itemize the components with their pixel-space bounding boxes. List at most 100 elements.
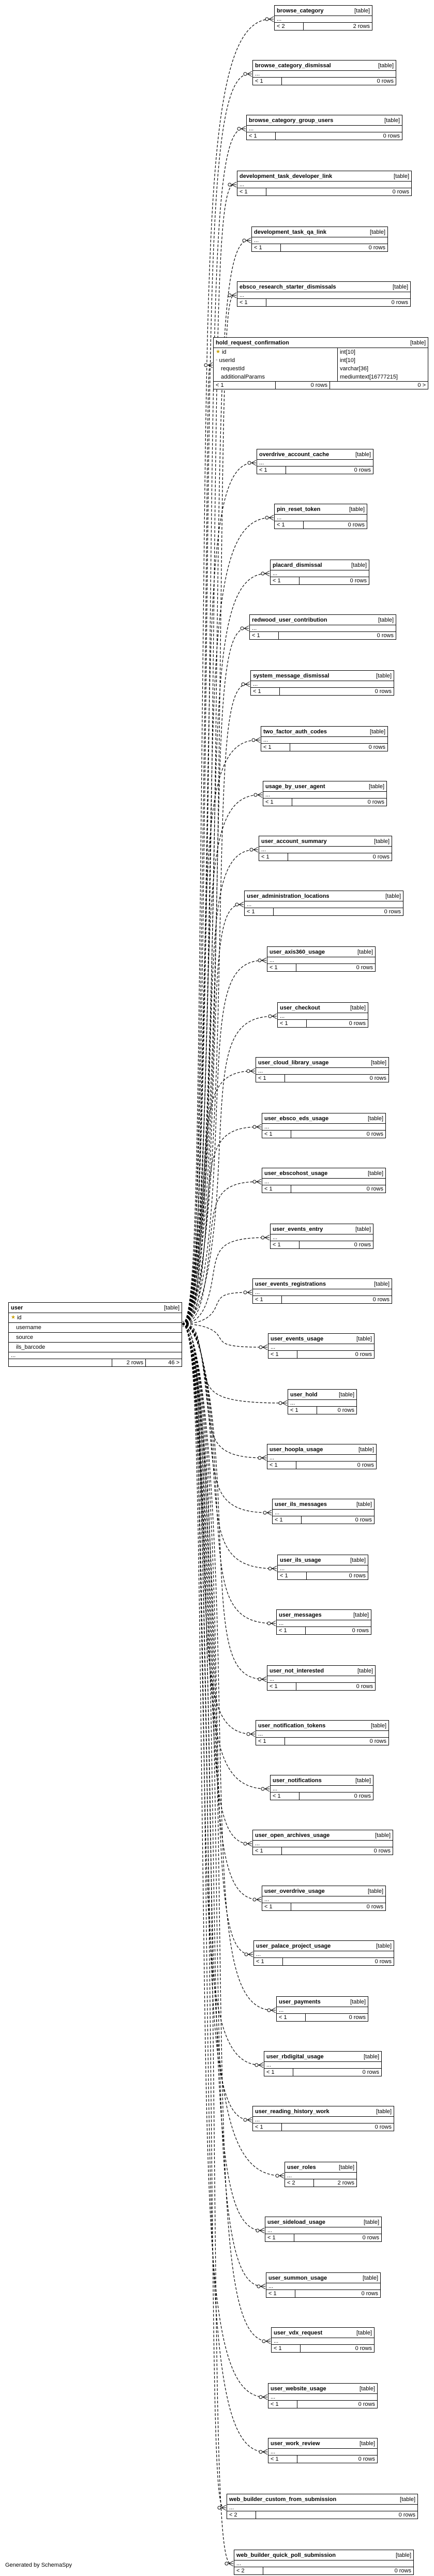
column-row[interactable]: ◦userId int[10] <box>214 356 428 365</box>
column-row[interactable]: ils_barcode <box>9 1343 182 1352</box>
table-web-builder-custom-from-submission[interactable]: web_builder_custom_from_submission[table… <box>227 2494 418 2519</box>
column-row[interactable]: ★id <box>9 1313 182 1323</box>
table-name[interactable]: user_events_registrations <box>255 1281 326 1287</box>
table-name[interactable]: user_palace_project_usage <box>256 1942 331 1949</box>
table-name[interactable]: user_administration_locations <box>247 893 330 899</box>
table-name[interactable]: user_ebscohost_usage <box>264 1170 328 1177</box>
table-user-administration-locations[interactable]: user_administration_locations[table]...<… <box>244 891 403 916</box>
table-name[interactable]: hold_request_confirmation <box>216 339 289 346</box>
table-name[interactable]: pin_reset_token <box>277 506 321 513</box>
table-name[interactable]: user_account_summary <box>261 838 327 845</box>
table-name[interactable]: user_checkout <box>280 1004 320 1011</box>
column-row[interactable]: source <box>9 1333 182 1343</box>
table-web-builder-quick-poll-submission[interactable]: web_builder_quick_poll_submission[table]… <box>234 2550 414 2575</box>
table-name[interactable]: user_overdrive_usage <box>264 1888 325 1894</box>
table-name[interactable]: user_sideload_usage <box>267 2219 325 2225</box>
table-ebsco-research-starter-dismissals[interactable]: ebsco_research_starter_dismissals[table]… <box>237 281 411 307</box>
table-name[interactable]: user_cloud_library_usage <box>258 1059 329 1066</box>
column-row[interactable]: username <box>9 1323 182 1333</box>
column-row[interactable]: requestId varchar[36] <box>214 365 428 373</box>
table-name[interactable]: user_messages <box>279 1611 322 1618</box>
table-name[interactable]: user_rbdigital_usage <box>266 2053 324 2060</box>
column-row[interactable]: additionalParams mediumtext[16777215] <box>214 373 428 381</box>
table-name[interactable]: web_builder_quick_poll_submission <box>236 2552 336 2558</box>
table-name[interactable]: user_ebsco_eds_usage <box>264 1115 329 1122</box>
table-name[interactable]: user_notification_tokens <box>258 1722 326 1729</box>
table-name[interactable]: user_ils_usage <box>280 1557 321 1563</box>
table-development-task-developer-link[interactable]: development_task_developer_link[table]..… <box>237 171 412 196</box>
table-name[interactable]: user_notifications <box>273 1777 322 1784</box>
table-name[interactable]: user_not_interested <box>270 1667 324 1674</box>
table-name[interactable]: user_events_usage <box>271 1335 324 1342</box>
table-name[interactable]: user_reading_history_work <box>255 2108 330 2115</box>
table-name[interactable]: user <box>11 1304 23 1311</box>
column-row[interactable]: ★id int[10] <box>214 348 428 356</box>
table-name[interactable]: user_website_usage <box>271 2385 326 2392</box>
table-name[interactable]: browse_category_dismissal <box>255 62 331 69</box>
table-name[interactable]: user_events_entry <box>273 1226 323 1232</box>
table-name[interactable]: web_builder_custom_from_submission <box>229 2496 337 2503</box>
table-name[interactable]: user_roles <box>287 2164 316 2171</box>
table-hold-request-confirmation[interactable]: hold_request_confirmation [table] ★id in… <box>213 337 428 389</box>
table-name[interactable]: user_open_archives_usage <box>255 1832 330 1839</box>
table-name[interactable]: development_task_developer_link <box>240 173 333 179</box>
table-name[interactable]: user_axis360_usage <box>270 948 325 955</box>
table-name[interactable]: usage_by_user_agent <box>265 783 325 790</box>
table-name[interactable]: user_work_review <box>271 2440 320 2447</box>
table-name[interactable]: placard_dismissal <box>273 562 322 568</box>
table-user[interactable]: user [table] ★id username source ils_bar… <box>8 1302 182 1367</box>
table-name[interactable]: redwood_user_contribution <box>252 616 327 623</box>
table-name[interactable]: user_summon_usage <box>268 2274 327 2281</box>
table-name[interactable]: user_ils_messages <box>275 1501 327 1508</box>
table-name[interactable]: overdrive_account_cache <box>259 451 330 458</box>
table-browse-category-group-users[interactable]: browse_category_group_users[table]...< 1… <box>246 115 402 140</box>
table-name[interactable]: development_task_qa_link <box>254 229 327 235</box>
table-name[interactable]: user_vdx_request <box>274 2329 323 2336</box>
table-name[interactable]: system_message_dismissal <box>253 672 330 679</box>
table-name[interactable]: user_payments <box>279 1998 321 2005</box>
table-name[interactable]: user_hoopla_usage <box>270 1446 323 1453</box>
table-name[interactable]: browse_category_group_users <box>249 117 334 124</box>
table-name[interactable]: two_factor_auth_codes <box>263 728 327 735</box>
table-name[interactable]: ebsco_research_starter_dismissals <box>240 283 336 290</box>
table-name[interactable]: user_hold <box>290 1391 318 1398</box>
